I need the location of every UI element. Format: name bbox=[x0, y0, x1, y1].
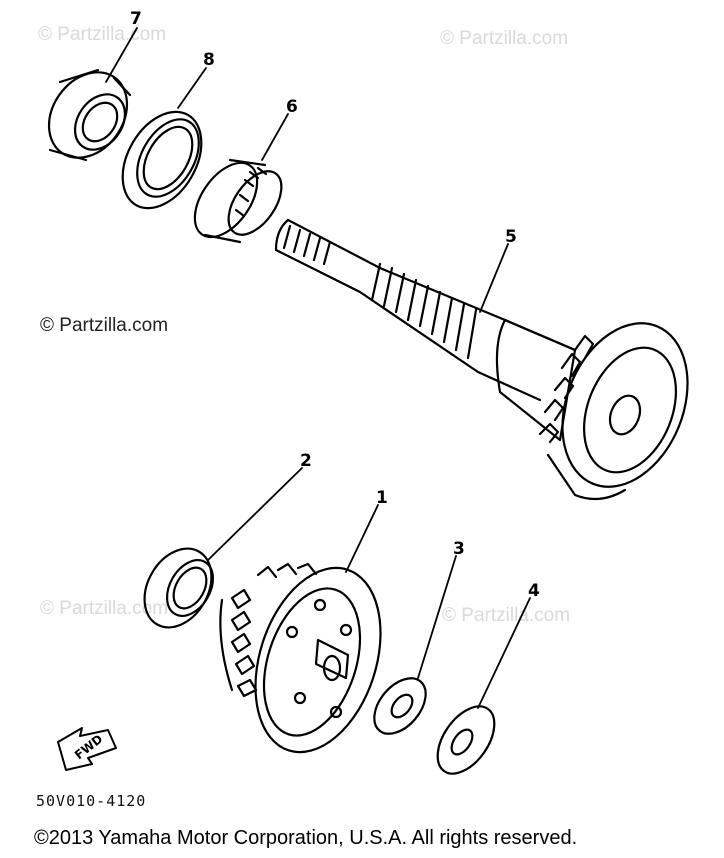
part-label-8: 8 bbox=[203, 50, 215, 70]
watermark-bottom-left: © Partzilla.com bbox=[40, 598, 169, 619]
watermark-top-right: © Partzilla.com bbox=[440, 28, 569, 49]
part-label-1: 1 bbox=[376, 488, 388, 508]
watermark-bottom-right: © Partzilla.com bbox=[442, 605, 571, 626]
gear-assembly-1 bbox=[219, 562, 382, 754]
part-label-5: 5 bbox=[505, 227, 517, 247]
part-label-4: 4 bbox=[528, 581, 540, 601]
washer-3 bbox=[373, 677, 427, 735]
bearing-2 bbox=[143, 547, 215, 629]
part-label-3: 3 bbox=[453, 539, 465, 559]
watermark-top-left: © Partzilla.com bbox=[38, 24, 167, 45]
copyright-notice: ©2013 Yamaha Motor Corporation, U.S.A. A… bbox=[34, 827, 578, 849]
oil-seal-8 bbox=[121, 110, 203, 210]
part-label-6: 6 bbox=[286, 97, 298, 117]
part-label-7: 7 bbox=[130, 9, 142, 29]
diagram-code: 50V010-4120 bbox=[36, 792, 147, 810]
needle-bearing-6 bbox=[193, 158, 283, 244]
watermark-main: © Partzilla.com bbox=[40, 315, 169, 336]
part-label-2: 2 bbox=[300, 451, 312, 471]
washer-4 bbox=[436, 705, 496, 775]
ball-bearing-7 bbox=[47, 68, 132, 162]
splined-shaft-5 bbox=[274, 218, 689, 501]
